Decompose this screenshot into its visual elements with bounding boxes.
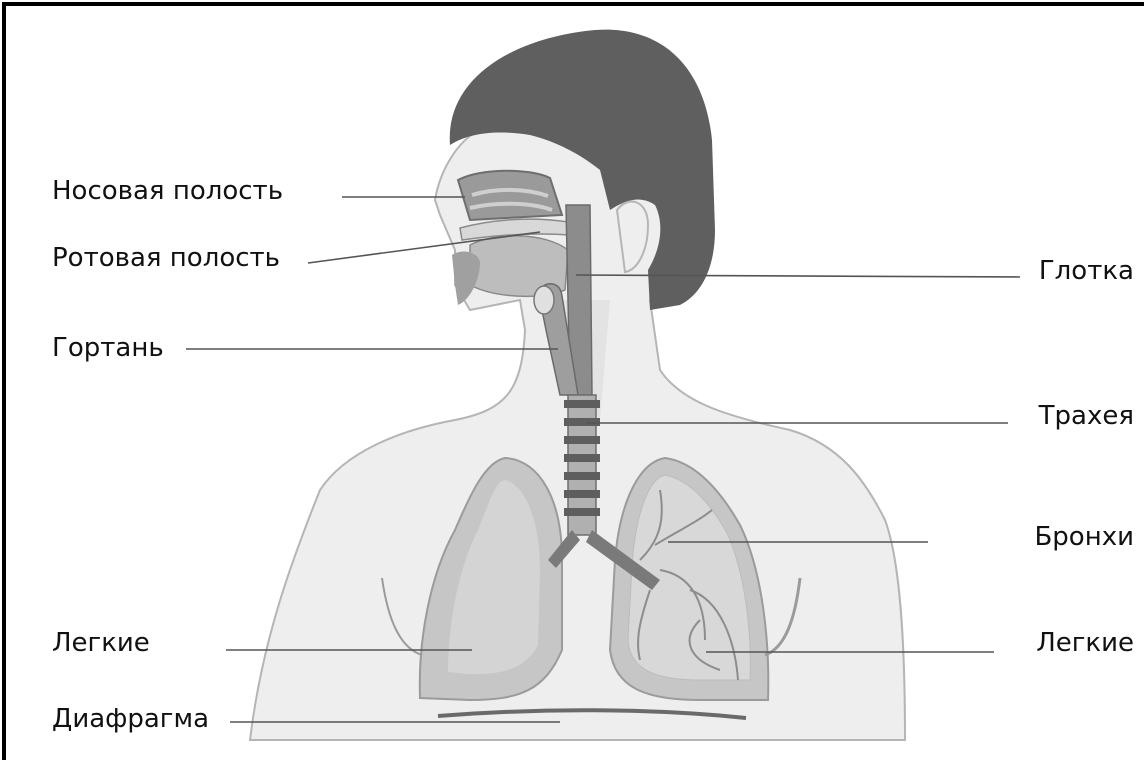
- epiglottis: [534, 286, 554, 314]
- trachea-rings: [564, 395, 600, 535]
